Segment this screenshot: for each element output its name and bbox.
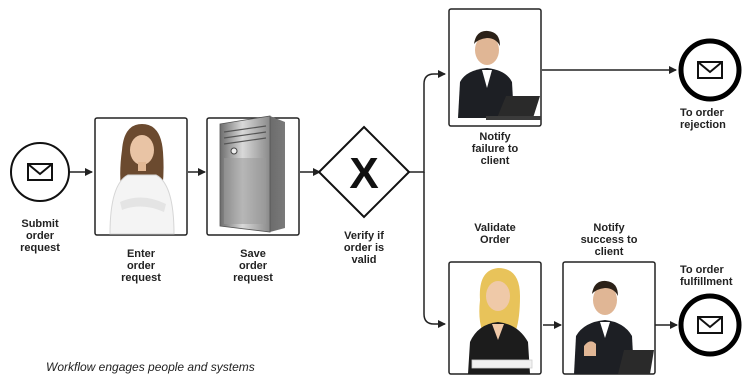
- task-enter-order-request: [94, 117, 188, 236]
- label-notify-failure: Notify failure to client: [471, 131, 519, 167]
- label-enter-order-request: Enter order request: [121, 248, 161, 284]
- label-save-order-request: Save order request: [233, 248, 273, 284]
- envelope-icon: [27, 163, 53, 181]
- connector-gateway-to-validate: [423, 172, 446, 328]
- task-save-order-request: [206, 115, 300, 236]
- label-validate-order: Validate Order: [474, 222, 516, 246]
- label-verify-order-valid: Verify if order is valid: [343, 230, 385, 266]
- woman-photo: [109, 124, 175, 235]
- label-to-order-rejection: To order rejection: [680, 107, 726, 131]
- gateway-x-symbol: X: [349, 149, 378, 198]
- exclusive-gateway: X: [317, 125, 411, 219]
- caption: Workflow engages people and systems: [46, 360, 255, 374]
- start-event: [10, 142, 70, 202]
- connectors: [69, 66, 678, 329]
- task-notify-success: [562, 261, 656, 375]
- task-validate-order: [448, 261, 542, 375]
- envelope-icon: [697, 316, 723, 334]
- envelope-icon: [697, 61, 723, 79]
- label-notify-success: Notify success to client: [580, 222, 638, 258]
- task-notify-failure: [448, 8, 542, 127]
- label-to-order-fulfillment: To order fulfillment: [680, 264, 733, 288]
- label-submit-order-request: Submit order request: [20, 218, 60, 254]
- end-event-rejection: [678, 38, 742, 102]
- woman-writing-photo: [468, 268, 533, 374]
- man-laptop-photo: [458, 30, 541, 120]
- man-thumbs-up-photo: [574, 280, 654, 374]
- server-icon: [219, 115, 285, 233]
- end-event-fulfillment: [678, 293, 742, 357]
- connector-gateway-to-failure: [409, 70, 446, 173]
